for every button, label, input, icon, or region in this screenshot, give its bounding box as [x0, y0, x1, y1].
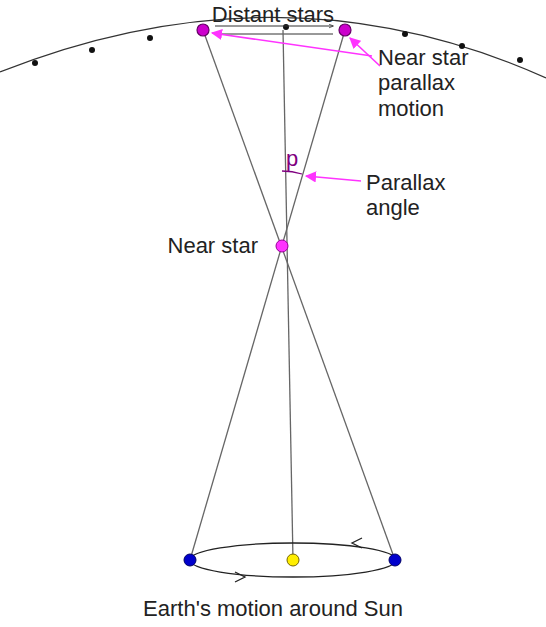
orbit-arrow — [235, 572, 245, 582]
leader-arrow — [350, 38, 380, 66]
sight-line — [203, 30, 395, 560]
angle-symbol: p — [286, 146, 306, 171]
sun — [287, 554, 299, 566]
caption-label: Earth's motion around Sun — [0, 596, 546, 621]
near-star — [276, 240, 288, 252]
callout-label: Near star parallax motion — [378, 45, 508, 121]
earth — [184, 554, 196, 566]
sight-line — [190, 30, 345, 560]
leader-arrow — [212, 33, 372, 56]
callout-label: Parallax angle — [366, 170, 486, 221]
angle-arc — [282, 171, 302, 174]
center-line — [283, 30, 293, 560]
leader-arrow — [306, 176, 361, 181]
motion-arrow — [215, 34, 333, 35]
title-label: Distant stars — [0, 2, 546, 27]
object-label: Near star — [80, 233, 258, 258]
orbit-arrow — [352, 538, 362, 548]
apparent-star — [339, 24, 351, 36]
apparent-star — [197, 24, 209, 36]
earth — [389, 554, 401, 566]
orbit — [190, 543, 396, 577]
